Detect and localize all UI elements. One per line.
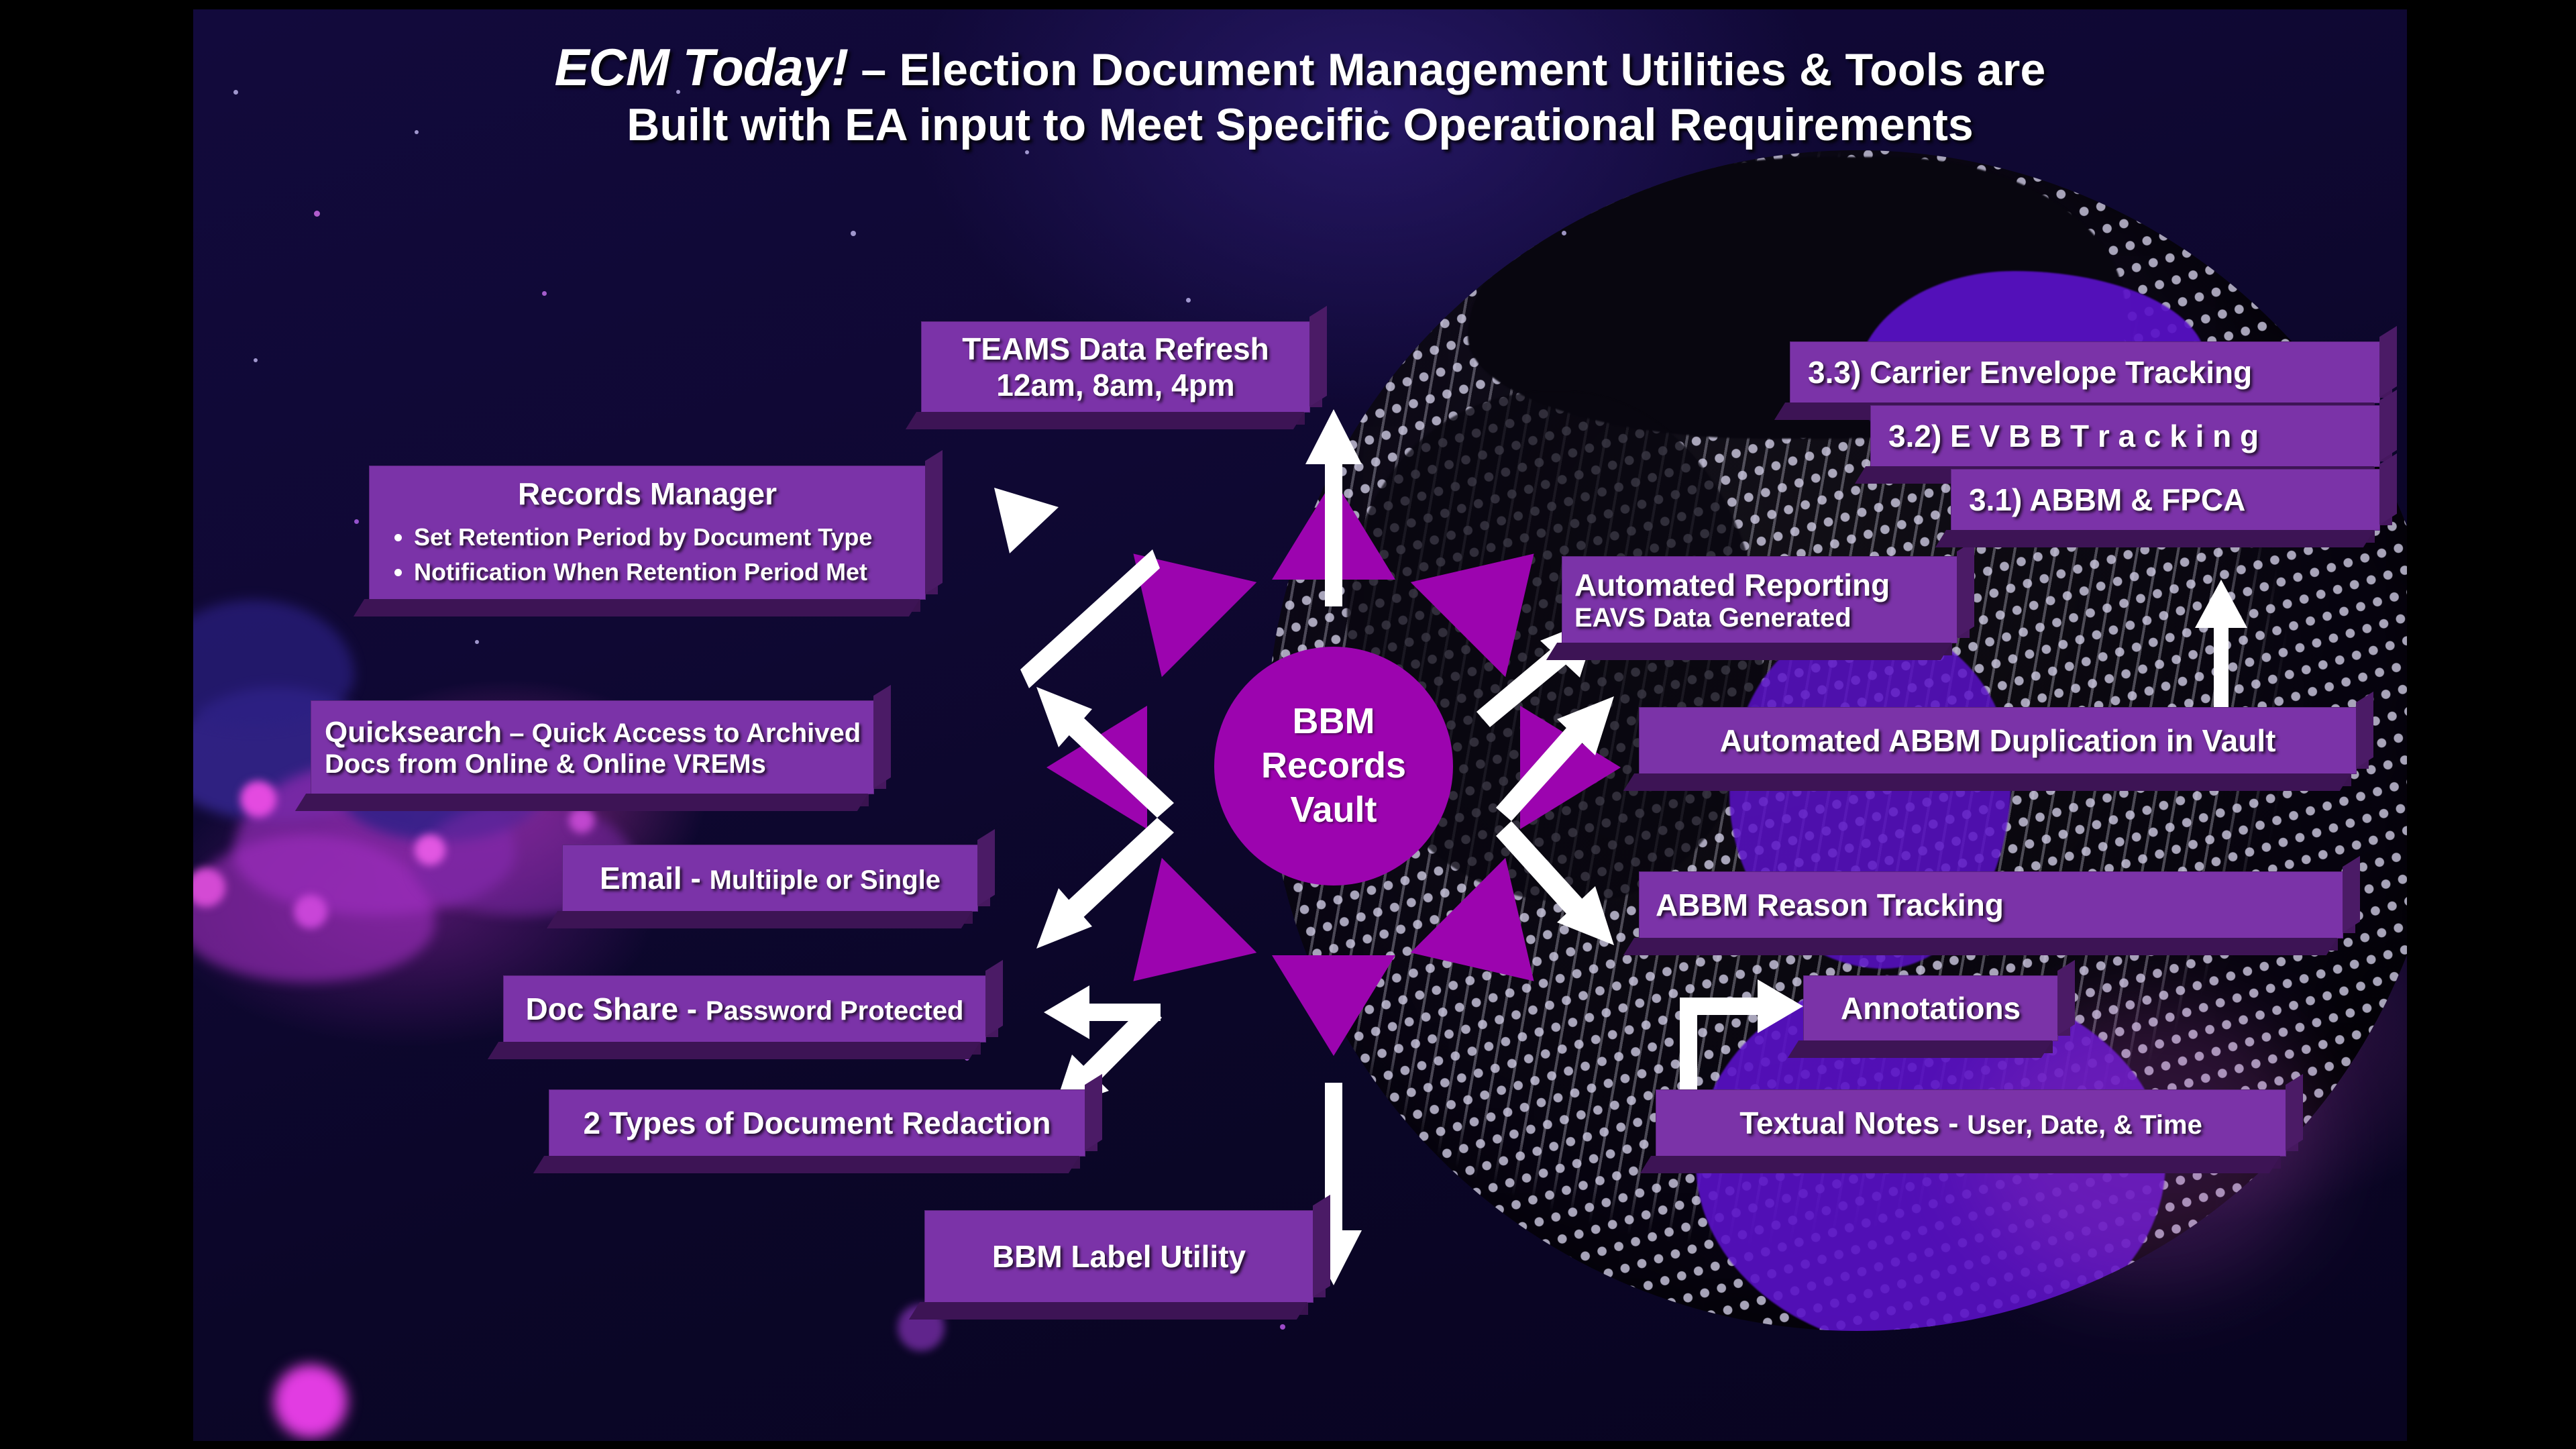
hub-label-line-2: Records xyxy=(1260,745,1407,786)
node-automated-reporting[interactable]: Automated Reporting EAVS Data Generated xyxy=(1562,556,1957,643)
doc-share-rest: Password Protected xyxy=(705,996,964,1026)
evbb-tracking-label: 3.2) E V B B T r a c k i n g xyxy=(1888,419,2259,453)
node-email[interactable]: Email - Multiiple or Single xyxy=(562,845,978,912)
email-rest: Multiiple or Single xyxy=(709,865,941,895)
star-dot xyxy=(1374,110,1378,114)
hub-label-line-1: BBM xyxy=(1292,701,1375,742)
star-dot xyxy=(542,291,547,296)
node-doc-share[interactable]: Doc Share - Password Protected xyxy=(503,975,986,1042)
document-redaction-label: 2 Types of Document Redaction xyxy=(583,1106,1051,1140)
presentation-slide: ECM Today! – Election Document Managemen… xyxy=(193,9,2407,1441)
star-ray-down-left xyxy=(1085,857,1257,1029)
star-dot xyxy=(314,211,320,217)
star-dot xyxy=(354,519,359,524)
star-ray-right xyxy=(1520,706,1621,829)
automated-reporting-line-1: Automated Reporting xyxy=(1574,567,1890,602)
letterbox-left xyxy=(0,0,193,1449)
hub-label-line-3: Vault xyxy=(1290,789,1377,830)
letterbox-bottom xyxy=(0,1441,2576,1449)
star-dot xyxy=(931,586,936,592)
records-manager-title: Records Manager xyxy=(517,476,777,511)
abbm-fpca-label: 3.1) ABBM & FPCA xyxy=(1969,482,2246,517)
letterbox-right xyxy=(2407,0,2576,1449)
annotations-label: Annotations xyxy=(1840,991,2021,1026)
records-manager-bullet: Set Retention Period by Document Type xyxy=(414,520,908,555)
star-ray-up-left xyxy=(1085,506,1257,678)
star-ray-down-right xyxy=(1410,857,1582,1029)
star-dot xyxy=(1562,231,1566,235)
node-annotations[interactable]: Annotations xyxy=(1803,975,2058,1041)
quicksearch-line-1: Quicksearch – Quick Access to Archived xyxy=(325,715,861,749)
textual-notes-rest: User, Date, & Time xyxy=(1967,1110,2202,1140)
star-dot xyxy=(851,231,856,236)
letterbox-top xyxy=(0,0,2576,9)
node-textual-notes[interactable]: Textual Notes - User, Date, & Time xyxy=(1656,1089,2286,1157)
bokeh-dot xyxy=(274,1364,347,1438)
node-document-redaction[interactable]: 2 Types of Document Redaction xyxy=(549,1089,1085,1157)
teams-refresh-line-1: TEAMS Data Refresh xyxy=(962,331,1269,366)
page-title: ECM Today! – Election Document Managemen… xyxy=(274,36,2326,152)
quicksearch-strong: Quicksearch xyxy=(325,715,502,749)
quicksearch-rest: – Quick Access to Archived xyxy=(502,718,861,748)
star-dot xyxy=(233,90,238,95)
teams-refresh-line-2: 12am, 8am, 4pm xyxy=(996,368,1235,402)
node-records-manager[interactable]: Records Manager Set Retention Period by … xyxy=(369,466,926,600)
node-carrier-envelope-tracking[interactable]: 3.3) Carrier Envelope Tracking xyxy=(1790,341,2380,403)
star-dot xyxy=(1025,150,1029,154)
hub-label: BBM Records Vault xyxy=(1261,700,1406,833)
records-manager-bullets: Set Retention Period by Document Type No… xyxy=(387,520,908,590)
title-line-1: ECM Today! – Election Document Managemen… xyxy=(274,36,2326,98)
star-dot xyxy=(415,130,419,134)
node-abbm-fpca[interactable]: 3.1) ABBM & FPCA xyxy=(1951,469,2380,531)
node-abbm-duplication[interactable]: Automated ABBM Duplication in Vault xyxy=(1639,707,2357,774)
star-dot xyxy=(254,358,258,362)
doc-share-label: Doc Share - Password Protected xyxy=(526,991,964,1027)
automated-reporting-line-2: EAVS Data Generated xyxy=(1574,602,1851,633)
bbm-label-utility-label: BBM Label Utility xyxy=(991,1239,1246,1274)
star-dot xyxy=(1280,1324,1285,1330)
star-dot xyxy=(1186,298,1191,303)
title-line-1-rest: – Election Document Management Utilities… xyxy=(848,44,2046,95)
node-evbb-tracking[interactable]: 3.2) E V B B T r a c k i n g xyxy=(1870,405,2380,467)
star-ray-left xyxy=(1046,706,1147,829)
email-strong: Email - xyxy=(599,861,710,896)
node-teams-data-refresh[interactable]: TEAMS Data Refresh 12am, 8am, 4pm xyxy=(921,321,1310,413)
star-dot xyxy=(475,640,479,644)
doc-share-strong: Doc Share - xyxy=(525,991,706,1026)
hub-circle-bbm-records-vault[interactable]: BBM Records Vault xyxy=(1214,647,1453,885)
carrier-envelope-tracking-label: 3.3) Carrier Envelope Tracking xyxy=(1808,355,2253,390)
node-quicksearch[interactable]: Quicksearch – Quick Access to Archived D… xyxy=(311,700,874,794)
quicksearch-line-2: Docs from Online & Online VREMs xyxy=(325,749,766,779)
title-brand: ECM Today! xyxy=(554,38,849,97)
records-manager-bullet: Notification When Retention Period Met xyxy=(414,555,908,590)
node-abbm-reason-tracking[interactable]: ABBM Reason Tracking xyxy=(1639,871,2343,938)
abbm-duplication-label: Automated ABBM Duplication in Vault xyxy=(1719,723,2276,758)
star-dot xyxy=(676,90,680,94)
abbm-reason-tracking-label: ABBM Reason Tracking xyxy=(1656,888,2004,922)
title-line-2: Built with EA input to Meet Specific Ope… xyxy=(627,99,1974,151)
textual-notes-strong: Textual Notes - xyxy=(1739,1106,1968,1140)
email-label: Email - Multiiple or Single xyxy=(600,860,941,896)
star-ray-down xyxy=(1272,955,1395,1056)
textual-notes-label: Textual Notes - User, Date, & Time xyxy=(1739,1105,2202,1141)
star-ray-up xyxy=(1272,479,1395,580)
node-bbm-label-utility[interactable]: BBM Label Utility xyxy=(924,1210,1313,1303)
